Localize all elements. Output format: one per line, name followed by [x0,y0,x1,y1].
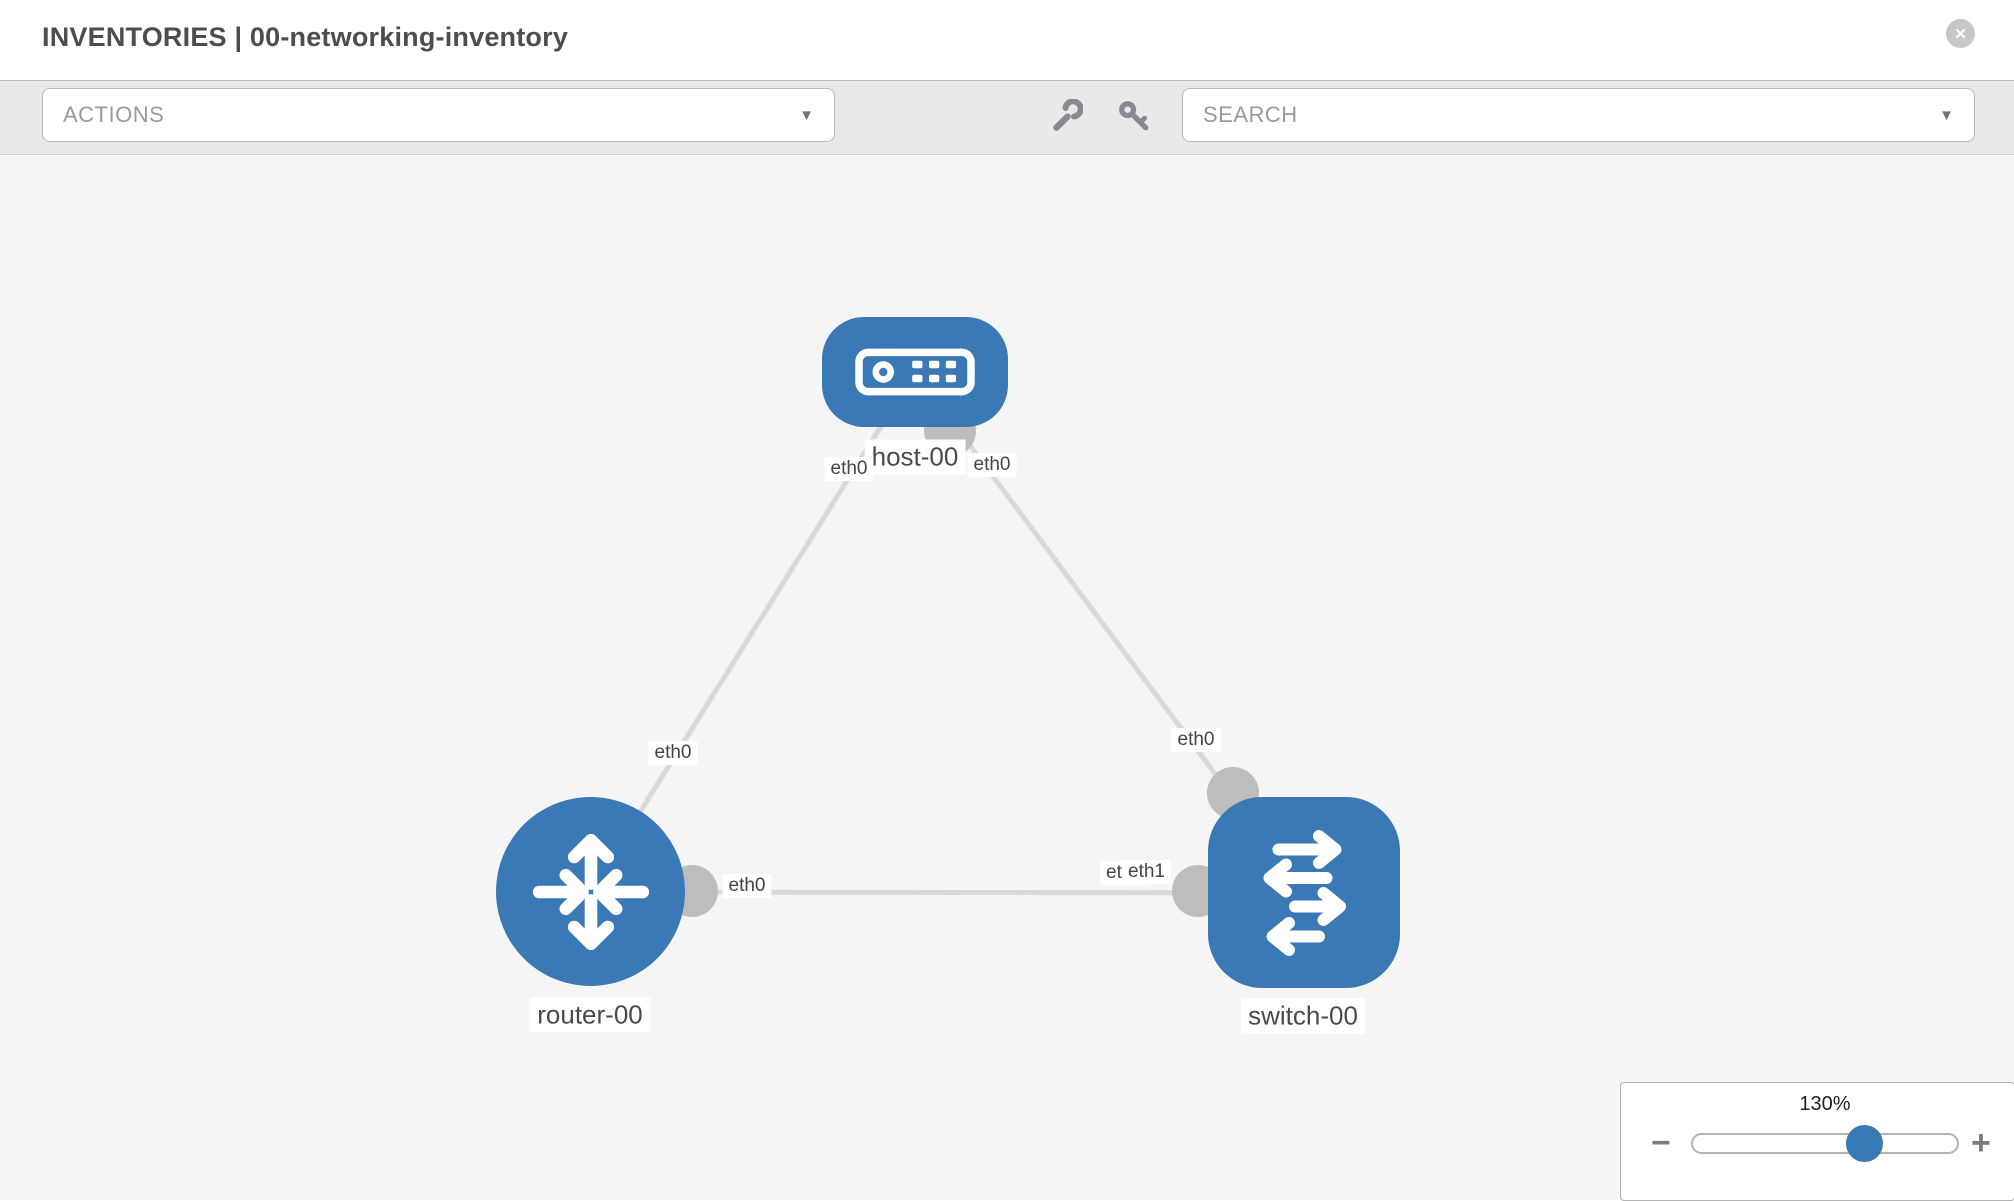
node-switch-00[interactable] [1208,797,1400,988]
wrench-icon [1053,99,1083,131]
node-host-00[interactable] [822,317,1008,427]
close-glyph: ✕ [1954,25,1967,43]
search-input-placeholder: SEARCH [1203,102,1298,127]
key-icon [1119,101,1149,131]
node-label-host: host-00 [864,439,966,475]
host-icon [855,348,975,396]
credentials-button[interactable] [1112,94,1156,138]
toolbar: ACTIONS ▼ SEARCH ▼ [0,80,2014,155]
iface-label-router-eth0-right: eth0 [722,874,772,898]
zoom-slider-handle[interactable] [1846,1125,1883,1162]
actions-dropdown[interactable]: ACTIONS ▼ [42,88,835,142]
iface-label-host-eth0-right: eth0 [967,453,1017,477]
iface-label-switch-eth0-top: eth0 [1171,728,1221,752]
zoom-out-button[interactable]: − [1651,1124,1671,1162]
router-icon [532,833,649,950]
zoom-panel: 130% − + [1620,1082,2014,1201]
search-dropdown[interactable]: SEARCH ▼ [1182,88,1975,142]
node-router-00[interactable] [496,797,685,986]
zoom-level-value: 130% [1799,1093,1851,1115]
edges-layer [587,370,1307,917]
topology-canvas[interactable]: host-00 router-00 switch-00 eth0 eth0 et… [0,156,2014,1200]
zoom-slider-track[interactable] [1691,1133,1959,1154]
configure-button[interactable] [1044,94,1088,138]
chevron-down-icon: ▼ [799,106,814,124]
switch-icon [1263,829,1346,956]
page-title: INVENTORIES | 00-networking-inventory [42,22,569,52]
node-label-switch: switch-00 [1241,998,1365,1034]
chevron-down-icon: ▼ [1939,106,1954,124]
zoom-in-button[interactable]: + [1971,1124,1991,1162]
iface-label-host-eth0-left: eth0 [824,457,874,481]
close-icon[interactable]: ✕ [1946,19,1975,48]
actions-dropdown-label: ACTIONS [63,102,165,127]
node-label-router: router-00 [530,997,650,1033]
breadcrumb-header: INVENTORIES | 00-networking-inventory ✕ [0,0,2014,80]
iface-label-router-eth0-top: eth0 [648,741,698,765]
iface-label-switch-eth1: eth1 [1122,860,1171,884]
